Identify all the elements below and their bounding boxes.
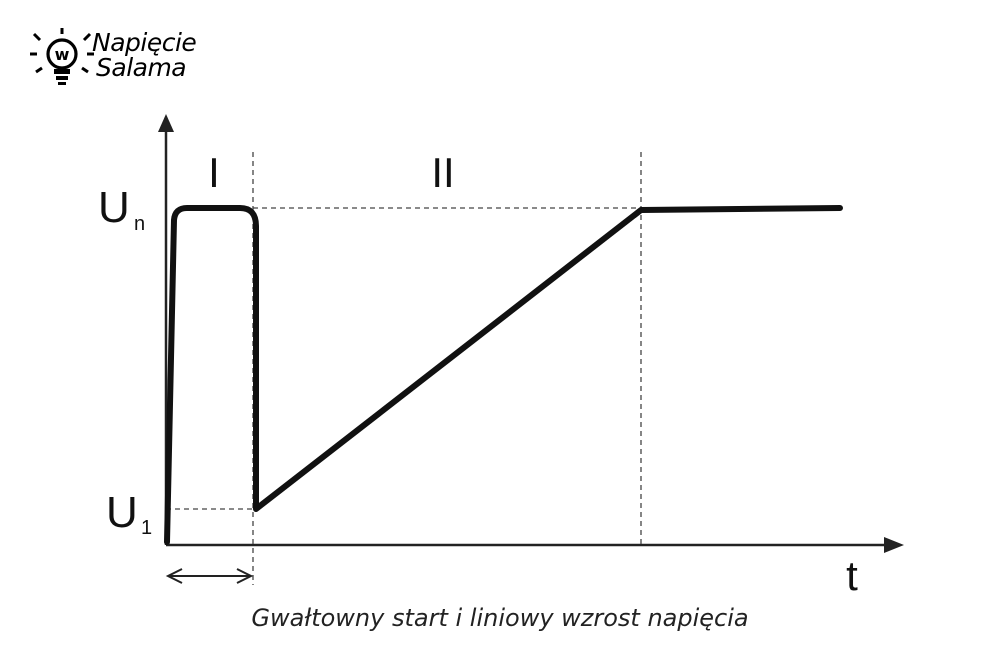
- svg-text:w: w: [55, 45, 70, 64]
- x-axis-arrow: [884, 537, 904, 553]
- lightbulb-w-icon: w: [30, 28, 94, 85]
- phase-label-2: II: [431, 149, 454, 196]
- duration-arrow-right-head: [236, 568, 254, 584]
- logo: w: [30, 28, 220, 92]
- duration-arrow-left-head: [165, 568, 183, 584]
- voltage-curve: [164, 205, 843, 545]
- logo-line-2: Salama: [96, 53, 187, 82]
- logo-line-1: Napięcie: [92, 28, 197, 57]
- phase-label-1: I: [208, 149, 220, 196]
- figure-caption: Gwałtowny start i liniowy wzrost napięci…: [251, 604, 749, 632]
- x-axis-label: t: [846, 552, 858, 599]
- y-axis-arrow: [158, 114, 174, 132]
- logo-wordmark: Napięcie Salama: [92, 28, 197, 82]
